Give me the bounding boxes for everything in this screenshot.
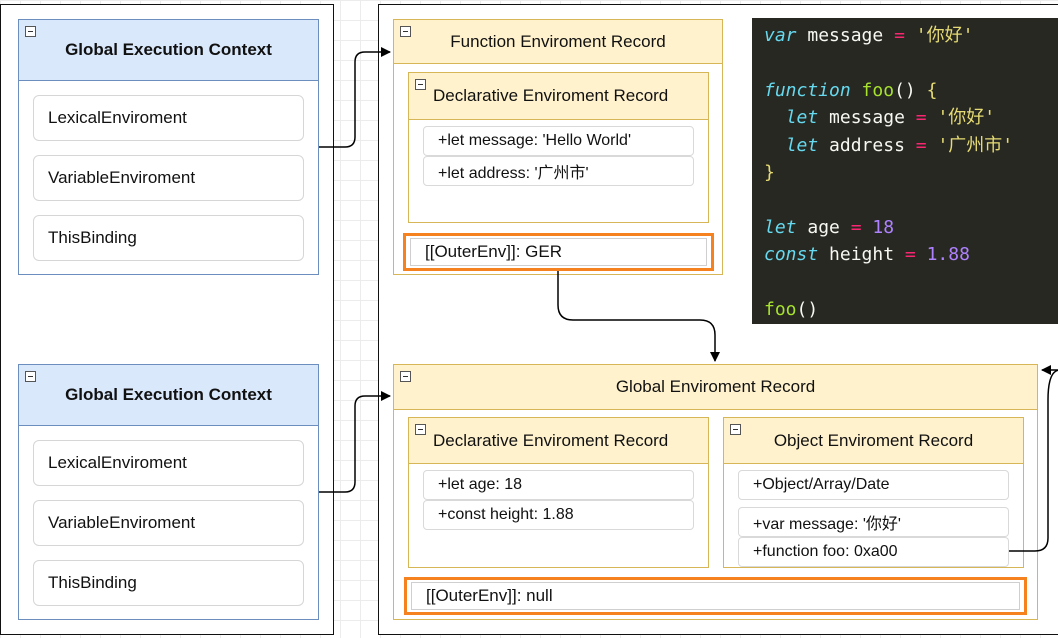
global-execution-context-1[interactable]: Global Execution Context LexicalEnvirome… — [18, 19, 319, 275]
collapse-icon[interactable] — [25, 371, 36, 382]
code-line: foo() — [764, 298, 819, 320]
entry-text: +const height: 1.88 — [438, 506, 574, 523]
record-title: Function Enviroment Record — [450, 31, 666, 51]
record-header: Object Enviroment Record — [724, 418, 1023, 464]
record-title: Declarative Enviroment Record — [433, 86, 669, 105]
execution-context-title: Global Execution Context — [65, 385, 272, 404]
record-header: Function Enviroment Record — [394, 20, 722, 64]
variable-environment-field: VariableEnviroment — [33, 500, 304, 546]
outer-env-text: [[OuterEnv]]: GER — [425, 242, 562, 261]
global-execution-context-2[interactable]: Global Execution Context LexicalEnvirome… — [18, 364, 319, 620]
field-label: LexicalEnviroment — [48, 453, 187, 472]
variable-environment-field: VariableEnviroment — [33, 155, 304, 201]
record-entry: +let age: 18 — [423, 470, 694, 500]
global-declarative-record[interactable]: Declarative Enviroment Record +let age: … — [408, 417, 709, 568]
function-outer-env: [[OuterEnv]]: GER — [403, 233, 714, 271]
this-binding-field: ThisBinding — [33, 560, 304, 606]
function-declarative-record[interactable]: Declarative Enviroment Record +let messa… — [408, 72, 709, 223]
entry-text: +let address: '广州市' — [438, 165, 589, 182]
collapse-icon[interactable] — [415, 424, 426, 435]
record-entry: +const height: 1.88 — [423, 500, 694, 530]
field-label: LexicalEnviroment — [48, 108, 187, 127]
record-header: Declarative Enviroment Record — [409, 73, 708, 120]
code-line: const height = 1.88 — [764, 244, 970, 266]
entry-text: +var message: '你好' — [753, 516, 901, 533]
record-title: Object Enviroment Record — [773, 430, 974, 450]
record-header: Declarative Enviroment Record — [409, 418, 708, 464]
field-label: VariableEnviroment — [48, 513, 196, 532]
code-snippet: var message = '你好' function foo() { let … — [752, 18, 1058, 324]
execution-context-title: Global Execution Context — [65, 40, 272, 59]
context-to-function-record-arrow — [319, 47, 391, 148]
record-entry: +let message: 'Hello World' — [423, 126, 694, 156]
code-line: var message = '你好' — [764, 25, 974, 46]
field-label: VariableEnviroment — [48, 168, 196, 187]
field-label: ThisBinding — [48, 228, 137, 247]
code-line: let age = 18 — [764, 216, 895, 238]
collapse-icon[interactable] — [25, 26, 36, 37]
entry-text: +function foo: 0xa00 — [753, 543, 898, 560]
lexical-environment-field: LexicalEnviroment — [33, 440, 304, 486]
collapse-icon[interactable] — [730, 424, 741, 435]
execution-context-header: Global Execution Context — [19, 365, 318, 426]
outer-env-to-global-record-arrow — [557, 271, 720, 362]
collapse-icon[interactable] — [400, 26, 411, 37]
record-entry: +let address: '广州市' — [423, 156, 694, 186]
record-title: Declarative Enviroment Record — [433, 430, 669, 450]
global-outer-env: [[OuterEnv]]: null — [404, 577, 1027, 615]
entry-text: +let age: 18 — [438, 476, 523, 493]
entry-text: +let message: 'Hello World' — [438, 132, 632, 149]
record-entry: +Object/Array/Date — [738, 470, 1009, 500]
function-foo-to-record-arrow — [1009, 369, 1058, 552]
code-line: let message = '你好' — [785, 107, 996, 129]
execution-context-header: Global Execution Context — [19, 20, 318, 81]
field-label: ThisBinding — [48, 573, 137, 592]
code-line: } — [764, 161, 775, 183]
lexical-environment-field: LexicalEnviroment — [33, 95, 304, 141]
record-header: Global Enviroment Record — [394, 365, 1037, 410]
this-binding-field: ThisBinding — [33, 215, 304, 261]
global-object-record[interactable]: Object Enviroment Record +Object/Array/D… — [723, 417, 1024, 568]
record-entry: +var message: '你好' — [738, 507, 1009, 537]
code-line: let address = '广州市' — [785, 134, 1014, 156]
code-line: function foo() { — [764, 79, 938, 101]
collapse-icon[interactable] — [400, 371, 411, 382]
record-entry: +function foo: 0xa00 — [738, 537, 1009, 567]
record-title: Global Enviroment Record — [615, 377, 816, 396]
collapse-icon[interactable] — [415, 79, 426, 90]
context-to-global-record-arrow — [319, 391, 391, 493]
outer-env-text: [[OuterEnv]]: null — [426, 586, 553, 605]
entry-text: +Object/Array/Date — [753, 476, 890, 493]
